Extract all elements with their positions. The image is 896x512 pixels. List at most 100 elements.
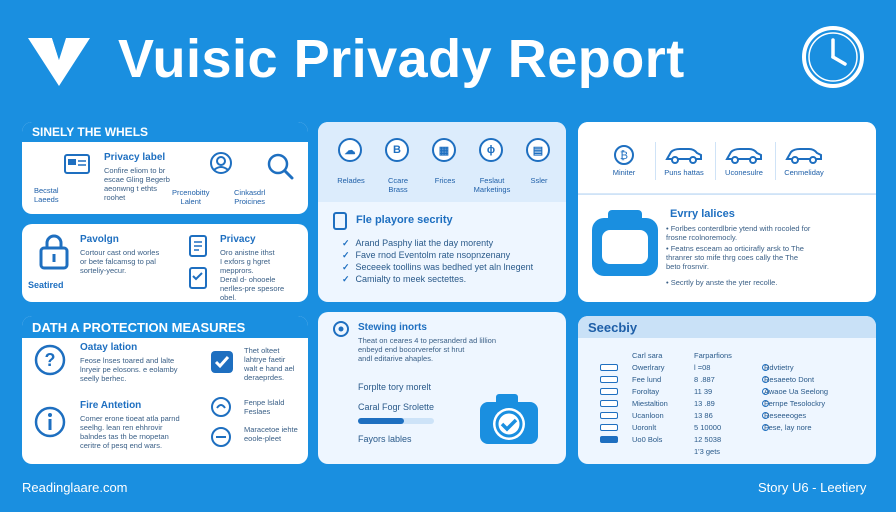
divider: [775, 142, 776, 180]
svg-text:?: ?: [45, 350, 56, 370]
privacy-text-2: Oro anistne ithst I exfors g hgret meppr…: [220, 248, 285, 302]
footer-left[interactable]: Readinglaare.com: [22, 480, 128, 495]
page-title: Vuisic Privady Report: [118, 29, 685, 89]
data-relation-label: Oatay lation: [80, 342, 138, 353]
search-icon: [266, 152, 294, 185]
icon-caption: Uconesulre: [725, 168, 763, 177]
question-icon: ?: [34, 344, 66, 381]
icon-caption: Feslaut Marketings: [473, 176, 511, 194]
icon-caption: Miniter: [612, 168, 636, 177]
settings-icon: [332, 320, 350, 343]
table-cell: Farparfions: [694, 351, 732, 360]
table-cell: 13 86: [694, 411, 713, 420]
card-wheels: SINELY THE WHELS Privacy label Confire e…: [22, 122, 308, 214]
row-toggle-icon: [600, 364, 618, 371]
hand-icon: [210, 396, 232, 423]
svg-text:₿: ₿: [620, 150, 628, 162]
privacy-label-text: Confire eliom to br escae Gling Begerb a…: [104, 166, 170, 202]
card-data-protection: DATH A PROTECTION MEASURES ? Oatay latio…: [22, 316, 308, 464]
pavolgn-text: Cortour cast ond worles or bete falcamsg…: [80, 248, 160, 275]
radio-icon[interactable]: [762, 400, 769, 407]
table-cell: Uo0 Bols: [632, 435, 663, 444]
table-cell: Rdvtietry: [764, 363, 794, 372]
link-forplte[interactable]: Forplte tory morelt: [358, 382, 432, 392]
table-cell: Ucanloon: [632, 411, 664, 420]
table-cell: 8 .887: [694, 375, 715, 384]
camera-check-icon: [480, 394, 538, 444]
caption-seatired: Seatired: [28, 280, 64, 290]
bullet-3: • Secrtly by anste the yter recolle.: [666, 278, 778, 287]
table-cell: Awaoe Ua Seelong: [764, 387, 829, 396]
stewing-text: Theat on ceares 4 to persanderd ad lilli…: [358, 336, 497, 363]
divider: [715, 142, 716, 180]
checkbox-text: Thet olteet lahtrye faetir walt e hand a…: [244, 346, 295, 382]
table-cell: Owerlrary: [632, 363, 665, 372]
data-relation-text: Feose lnses toared and lalte lnryeir pe …: [80, 356, 178, 383]
table-cell: Foroltay: [632, 387, 660, 396]
id-card-icon: [64, 154, 90, 181]
info-icon: [34, 406, 66, 443]
row-toggle-icon: [600, 436, 618, 443]
bullet-1: • Forlbes conterdlbrie ytend with rocole…: [666, 224, 811, 242]
cloud-icon: ☁: [338, 138, 362, 162]
link-caral[interactable]: Caral Fogr Srolette: [358, 402, 435, 412]
card-privacy: Seatired Pavolgn Cortour cast ond worles…: [22, 224, 308, 302]
caption-1: Becstal Laeeds: [34, 186, 59, 204]
row-toggle-icon: [600, 424, 618, 431]
radio-icon[interactable]: [762, 376, 769, 383]
stethoscope-icon: ϕ: [479, 138, 503, 162]
radio-icon[interactable]: [762, 388, 769, 395]
table-cell: Fernpe Tesolockry: [764, 399, 826, 408]
check-line-2: ✓Fave rnod Eventolm rate nsopnzenany: [342, 250, 511, 260]
caption-2: Prcenobitty Lalent: [172, 188, 210, 206]
card-heading: SINELY THE WHELS: [22, 122, 308, 142]
fire-antetion-label: Fire Antetion: [80, 400, 142, 411]
icon-caption: Ccare Brass: [387, 176, 408, 194]
handshake-text: Fenpe lslald Feslaes Maracetoe iehte eoo…: [244, 398, 298, 443]
row-toggle-icon: [600, 376, 618, 383]
caption-3: Cinkasdrl Proicines: [234, 188, 266, 206]
table-cell: 1'3 gets: [694, 447, 721, 456]
check-line-4: ✓Camialty to meek sectettes.: [342, 274, 467, 284]
icon-caption: Ssler: [530, 176, 548, 185]
table-cell: Reseeeoges: [764, 411, 807, 420]
icon-caption: Puns hattas: [664, 168, 704, 177]
link-fayors[interactable]: Fayors lables: [358, 434, 412, 444]
checkbox-icon: [210, 350, 234, 379]
table-cell: Miestaltion: [632, 399, 668, 408]
row-toggle-icon: [600, 400, 618, 407]
privacy-label: Privacy label: [104, 152, 166, 163]
table-cell: Fee lund: [632, 375, 662, 384]
radio-icon[interactable]: [762, 424, 769, 431]
table-cell: 12 5038: [694, 435, 722, 444]
pavolgn-label: Pavolgn: [80, 234, 119, 245]
header: Vuisic Privady Report: [0, 0, 896, 118]
table-cell: Carl sara: [632, 351, 663, 360]
privacy-label-2: Privacy: [220, 234, 256, 245]
progress-bar: [358, 418, 434, 424]
icon-caption: Cenmeliday: [784, 168, 824, 177]
check-line-3: ✓Seceeek toollins was bedhed yet aln lne…: [342, 262, 534, 272]
radio-icon[interactable]: [762, 364, 769, 371]
document-icon: [188, 234, 208, 263]
handshake-icon: [210, 426, 232, 453]
coin-icon: ₿: [614, 145, 634, 165]
bullet-2: • Featns esceam ao orticirafly arsk to T…: [666, 244, 804, 271]
security-heading: Seecbiy: [578, 316, 876, 338]
shield-icon: B: [385, 138, 409, 162]
document-icon: ▤: [526, 138, 550, 162]
table-cell: Resaeeto Dont: [764, 375, 815, 384]
icon-caption: Frices: [434, 176, 456, 185]
file-icon: [332, 212, 348, 235]
radio-icon[interactable]: [762, 412, 769, 419]
file-security-heading: Fle playore secrity: [356, 214, 453, 226]
grid-icon: ▦: [432, 138, 456, 162]
card-stewing-imports: Stewing inorts Theat on ceares 4 to pers…: [318, 312, 566, 464]
car-icon: [665, 148, 702, 164]
check-line-1: ✓Arand Pasphy liat the day morenty: [342, 238, 494, 248]
